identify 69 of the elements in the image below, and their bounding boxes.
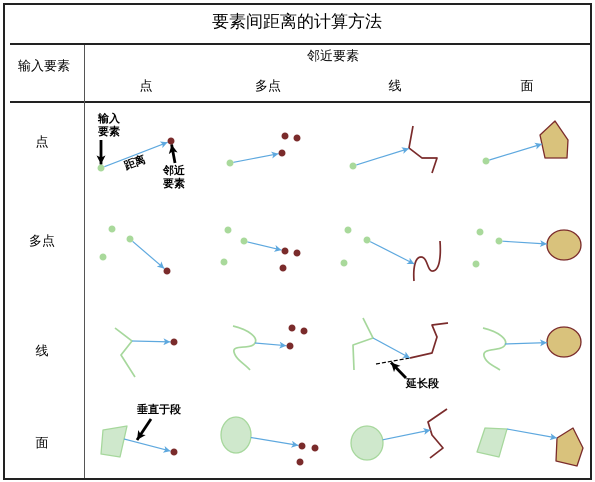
distance-arrow [254,342,286,349]
leader-arrow [136,418,152,441]
column-header: 邻近要素 [307,49,359,65]
nearest-point [170,338,178,346]
callout-label: 延长段 [406,377,439,390]
leader-arrow [168,144,178,164]
callout-label: 垂直于段 [137,403,181,416]
callout-label: 输入要素 [98,112,122,138]
edge-label: 距离 [122,152,148,173]
input-point [482,158,490,164]
nearest-ellipse [546,326,582,358]
nearest-polygon [555,427,584,467]
input-polygon [100,425,128,458]
input-point [350,162,356,170]
callout-label: 邻近要素 [163,164,187,190]
column-header: 面 [520,79,534,95]
nearest-ellipse [546,229,582,261]
input-point [364,236,370,244]
input-line [482,327,506,371]
nearest-point [168,138,174,144]
distance-arrow [132,240,165,270]
distance-arrow [250,436,298,448]
distance-arrow [489,142,542,161]
input-point [240,238,248,244]
distance-arrow [372,337,410,359]
row-header: 多点 [29,234,55,250]
row-header: 点 [36,135,48,151]
column-header: 输入要素 [18,59,70,75]
row-header: 面 [36,436,48,452]
distance-arrow [382,428,431,440]
distance-arrow [502,240,548,248]
distance-arrow [247,241,282,252]
leader-arrow [96,140,106,164]
nearest-point [282,248,288,254]
distance-arrow [356,147,410,166]
nearest-point [170,448,178,456]
nearest-line [427,408,448,459]
distance-arrow [233,152,279,163]
input-line [352,318,374,370]
column-header: 点 [140,79,152,95]
nearest-point [286,342,294,350]
column-header: 线 [388,79,402,95]
distance-arrow [132,338,170,346]
row-header: 线 [36,344,48,360]
distance-arrow [506,428,558,440]
nearest-line [410,322,448,359]
distance-arrow [104,142,168,168]
nearest-line [412,240,442,282]
nearest-point [278,150,286,156]
input-line [232,325,256,371]
leader-arrow [390,362,407,379]
nearest-point [298,442,306,450]
input-point [496,238,502,244]
input-polygon [476,427,508,458]
nearest-point [164,268,170,274]
input-ellipse [220,416,252,454]
input-ellipse [350,425,384,461]
input-point [226,160,234,166]
distance-arrow [504,339,548,346]
input-line [114,327,136,378]
extension-line [376,357,410,365]
input-point [98,164,104,172]
table-title: 要素间距离的计算方法 [212,12,382,32]
distance-arrow [124,438,171,453]
column-header: 多点 [255,79,281,95]
nearest-polygon [539,120,569,159]
nearest-line [408,126,438,174]
distance-arrow [370,241,415,265]
input-point [126,236,134,242]
